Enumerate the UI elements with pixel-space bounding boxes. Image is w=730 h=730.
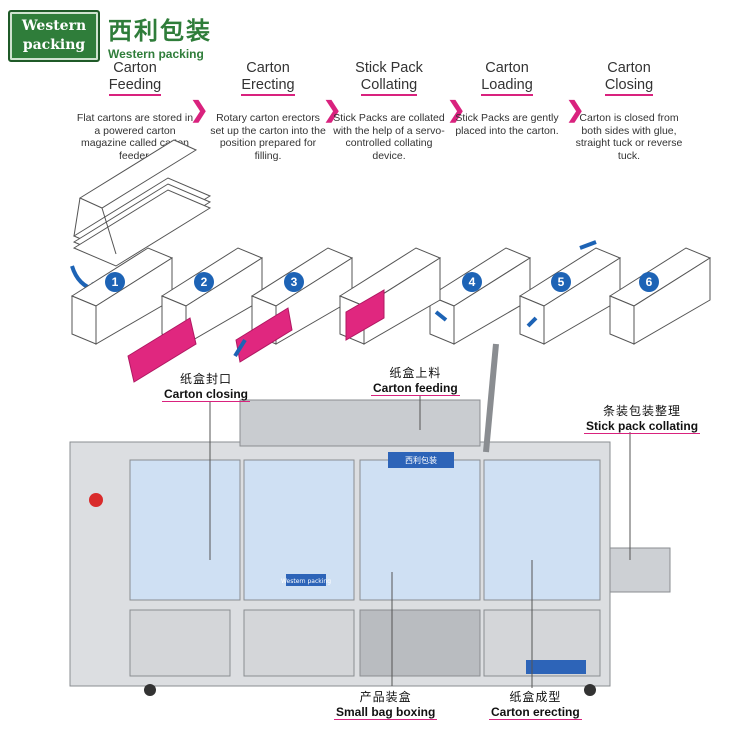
logo-line2: packing: [22, 37, 86, 53]
callout-cn: 纸盒上料: [389, 366, 442, 380]
callout-en: Carton erecting: [489, 705, 582, 720]
callout-en: Stick pack collating: [584, 419, 701, 434]
step-description: Stick Packs are collated with the help o…: [333, 112, 445, 162]
callout-en: Carton feeding: [371, 381, 460, 396]
step-badge-number: 5: [558, 275, 565, 289]
flat-carton-stack: [72, 139, 212, 267]
step-description: Stick Packs are gently placed into the c…: [455, 112, 559, 137]
brand-logo: Western packing 西利包装 Western packing: [8, 10, 212, 62]
carton-box-4: [428, 247, 532, 345]
callout-carton-closing: 纸盒封口 Carton closing: [162, 370, 251, 402]
callout-cn: 纸盒封口: [180, 372, 233, 386]
logo-en: Western packing: [108, 47, 204, 61]
callout-stick-pack-collating: 条装包装整理 Stick pack collating: [584, 402, 701, 434]
callout-carton-feeding: 纸盒上料 Carton feeding: [371, 364, 460, 396]
cartoning-machine: [69, 343, 671, 696]
step-badge-number: 3: [291, 275, 298, 289]
step-description: Rotary carton erectors set up the carton…: [210, 112, 326, 162]
step-badge-number: 6: [646, 275, 653, 289]
carton-box-6: [608, 247, 712, 345]
arrow-icon: [526, 316, 538, 328]
machine-panel-label: 西利包装: [405, 455, 437, 465]
chevron-right-icon: ❯: [566, 97, 585, 122]
callout-small-bag-boxing: 产品装盒 Small bag boxing: [334, 688, 438, 720]
callout-en: Small bag boxing: [334, 705, 438, 720]
logo-line1: Western: [21, 18, 87, 34]
arrow-icon: [233, 338, 247, 358]
callout-carton-erecting: 纸盒成型 Carton erecting: [489, 688, 582, 720]
pink-stick-packs: [127, 289, 385, 383]
step-description: Carton is closed from both sides with gl…: [575, 112, 683, 162]
callout-cn: 产品装盒: [359, 690, 412, 704]
chevron-right-icon: ❯: [190, 97, 209, 122]
machine-small-brand: Western packing: [281, 578, 331, 585]
step-badge-number: 2: [201, 275, 208, 289]
carton-box-5: [518, 247, 622, 345]
chevron-right-icon: ❯: [323, 97, 342, 122]
step-badge-number: 4: [469, 275, 476, 289]
callout-cn: 条装包装整理: [603, 404, 682, 418]
arrow-icon: [434, 310, 448, 322]
arrow-icon: [579, 240, 597, 250]
logo-cn: 西利包装: [108, 17, 212, 45]
callout-en: Carton closing: [162, 387, 251, 402]
callout-cn: 纸盒成型: [509, 690, 562, 704]
chevron-right-icon: ❯: [447, 97, 466, 122]
logo-wordmark: 西利包装 Western packing: [108, 11, 212, 61]
step-badge-number: 1: [112, 275, 119, 289]
step-description: Flat cartons are stored in a powered car…: [76, 112, 194, 162]
step-number-badges: [105, 272, 659, 292]
logo-badge: Western packing: [8, 10, 100, 62]
callout-leader-lines: [209, 396, 631, 688]
